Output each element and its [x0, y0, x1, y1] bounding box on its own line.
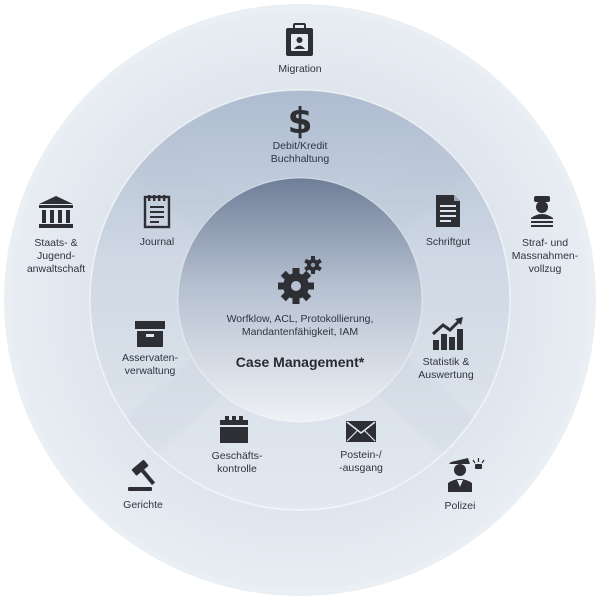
domain-label-line: anwaltschaft	[27, 263, 85, 275]
dollar-icon: $	[287, 101, 312, 142]
module-label-line: Debit/Kredit	[273, 140, 328, 152]
module-label-line: verwaltung	[125, 365, 176, 377]
domain-label-line: Straf- und	[522, 237, 568, 249]
domain-gerichte: Gerichte	[123, 459, 163, 511]
module-label-line: Statistik &	[423, 356, 470, 368]
module-label-line: Geschäfts-	[212, 450, 263, 462]
domain-staatsanwaltschaft: Staats- & Jugend- anwaltschaft	[27, 196, 85, 275]
domain-label-line: Polizei	[445, 500, 476, 512]
notepad-icon	[143, 195, 171, 229]
svg-text:$: $	[287, 101, 312, 142]
envelope-icon	[346, 421, 376, 442]
police-officer-icon	[448, 458, 485, 492]
domain-migration: Migration	[278, 23, 322, 75]
module-schriftgut: Schriftgut	[426, 195, 470, 248]
document-icon	[436, 195, 460, 227]
domain-polizei: Polizei	[445, 458, 485, 512]
module-label-line: Schriftgut	[426, 236, 470, 248]
passport-icon	[286, 23, 313, 56]
domain-label-line: Gerichte	[123, 499, 163, 511]
domain-label-line: Massnahmen-	[512, 250, 579, 262]
module-posteingang: Postein-/ -ausgang	[339, 421, 383, 474]
domain-label-line: Jugend-	[37, 250, 75, 262]
prisoner-icon	[531, 196, 553, 227]
module-label-line: Buchhaltung	[271, 153, 330, 165]
core-title: Case Management*	[236, 354, 365, 370]
core-features-line1: Worfklow, ACL, Protokollierung,	[227, 313, 374, 325]
gavel-icon	[128, 459, 156, 491]
module-label-line: -ausgang	[339, 462, 383, 474]
calendar-icon	[220, 416, 248, 443]
module-label-line: Asservaten-	[122, 352, 179, 364]
module-label-line: Auswertung	[418, 369, 474, 381]
core-circle	[178, 178, 422, 422]
domain-label-line: vollzug	[529, 263, 562, 275]
module-statistik: Statistik & Auswertung	[418, 317, 474, 381]
module-debit-kredit: $ Debit/Kredit Buchhaltung	[271, 101, 330, 165]
module-journal: Journal	[140, 195, 174, 248]
module-label-line: Postein-/	[340, 449, 382, 461]
archive-box-icon	[135, 321, 165, 347]
module-asservaten: Asservaten- verwaltung	[122, 321, 179, 377]
module-label-line: Journal	[140, 236, 174, 248]
domain-strafvollzug: Straf- und Massnahmen- vollzug	[512, 196, 579, 275]
courthouse-icon	[39, 196, 73, 228]
chart-icon	[431, 317, 463, 350]
core-features-line2: Mandantenfähigkeit, IAM	[242, 326, 358, 338]
domain-label-line: Migration	[278, 63, 321, 75]
domain-label-line: Staats- &	[34, 237, 77, 249]
module-geschaeftskontrolle: Geschäfts- kontrolle	[212, 416, 263, 475]
module-label-line: kontrolle	[217, 463, 257, 475]
